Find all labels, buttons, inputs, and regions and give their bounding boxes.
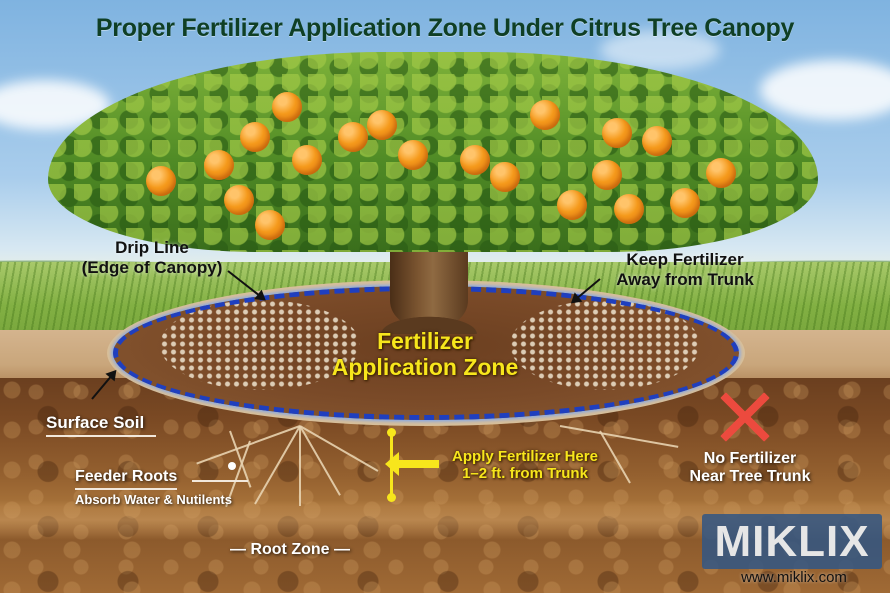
- drip-line-label: Drip Line (Edge of Canopy): [72, 238, 232, 277]
- zone-label-line2: Application Zone: [331, 354, 519, 381]
- orange-fruit: [530, 100, 560, 130]
- orange-fruit: [204, 150, 234, 180]
- watermark-url: www.miklix.com: [741, 569, 847, 586]
- orange-fruit: [292, 145, 322, 175]
- feeder-roots-pointer-line: [192, 480, 248, 482]
- zone-label: Fertilizer Application Zone: [300, 328, 550, 381]
- orange-fruit: [255, 210, 285, 240]
- no-fertilizer-line2: Near Tree Trunk: [689, 468, 811, 486]
- orange-fruit: [146, 166, 176, 196]
- page-title: Proper Fertilizer Application Zone Under…: [95, 14, 795, 42]
- red-x-icon: [717, 390, 771, 444]
- feeder-roots-label: Feeder Roots: [75, 468, 178, 491]
- orange-fruit: [460, 145, 490, 175]
- tree-canopy: [48, 52, 818, 252]
- zone-label-line1: Fertilizer: [377, 328, 473, 354]
- feeder-roots-subtitle: Absorb Water & Nutilents: [75, 492, 232, 507]
- root: [299, 426, 301, 506]
- orange-fruit: [706, 158, 736, 188]
- no-fertilizer-label: No Fertilizer Near Tree Trunk: [680, 450, 820, 487]
- orange-fruit: [367, 110, 397, 140]
- feeder-roots-pointer-dot: [228, 462, 236, 470]
- keep-away-label-line1: Keep Fertilizer: [626, 250, 744, 269]
- orange-fruit: [338, 122, 368, 152]
- miklix-logo: MIKLIX: [702, 514, 882, 569]
- orange-fruit: [398, 140, 428, 170]
- orange-fruit: [592, 160, 622, 190]
- root-zone-label: — Root Zone —: [230, 541, 350, 558]
- orange-fruit: [642, 126, 672, 156]
- orange-fruit: [272, 92, 302, 122]
- orange-fruit: [240, 122, 270, 152]
- surface-soil-label: Surface Soil: [46, 413, 156, 437]
- orange-fruit: [602, 118, 632, 148]
- apply-here-line1: Apply Fertilizer Here: [452, 448, 598, 465]
- orange-fruit: [490, 162, 520, 192]
- left-arrow-icon: [385, 452, 439, 476]
- keep-away-label: Keep Fertilizer Away from Trunk: [600, 250, 770, 289]
- cloud: [760, 60, 890, 120]
- apply-here-label: Apply Fertilizer Here 1–2 ft. from Trunk: [440, 448, 610, 483]
- orange-fruit: [614, 194, 644, 224]
- drip-line-label-line1: Drip Line: [115, 238, 189, 257]
- orange-fruit: [224, 185, 254, 215]
- apply-here-line2: 1–2 ft. from Trunk: [462, 465, 588, 483]
- orange-fruit: [557, 190, 587, 220]
- no-fertilizer-line1: No Fertilizer: [703, 450, 797, 467]
- keep-away-label-line2: Away from Trunk: [616, 269, 754, 289]
- drip-line-label-line2: (Edge of Canopy): [81, 257, 223, 277]
- orange-fruit: [670, 188, 700, 218]
